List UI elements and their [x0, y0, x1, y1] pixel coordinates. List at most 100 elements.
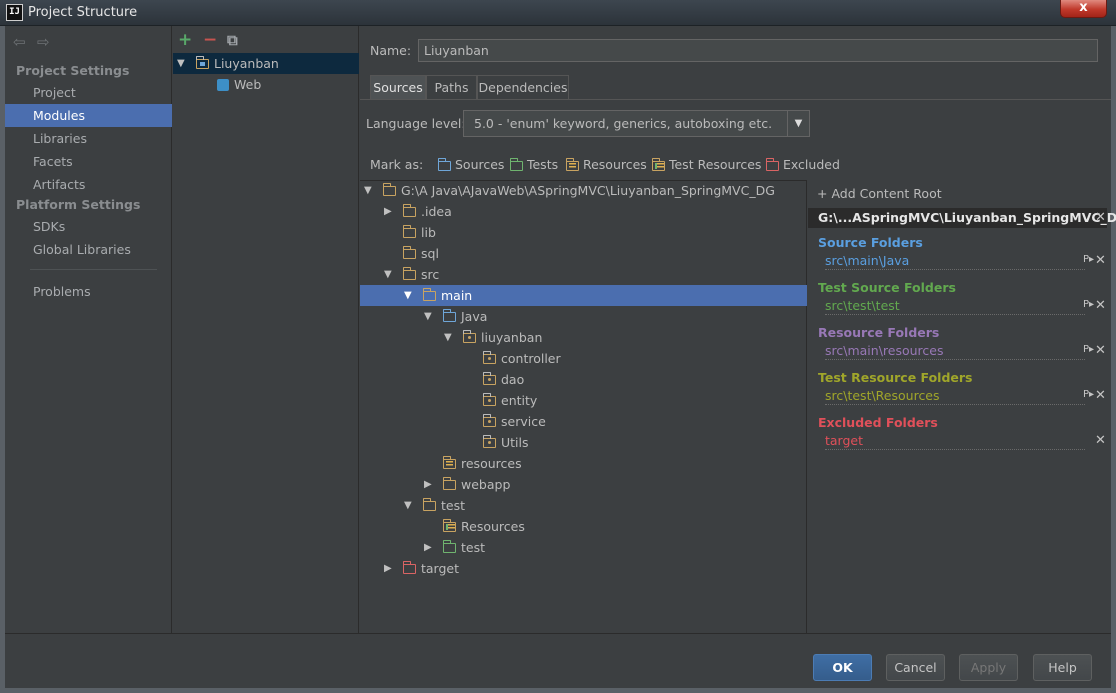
- nav-item-facets[interactable]: Facets: [33, 154, 73, 169]
- mark-as-label: Mark as:: [370, 157, 424, 172]
- tree-toggle-icon[interactable]: ▶: [424, 479, 432, 490]
- tree-label: entity: [501, 393, 538, 408]
- test-resource-folders-title: Test Resource Folders: [818, 370, 973, 385]
- tree-row-src[interactable]: ▼ src: [360, 264, 807, 285]
- folder-icon: [422, 497, 436, 511]
- tree-row-root[interactable]: ▼ G:\A Java\AJavaWeb\ASpringMVC\Liuyanba…: [360, 180, 807, 201]
- expand-triangle-icon[interactable]: ▼: [177, 58, 185, 69]
- cancel-button[interactable]: Cancel: [886, 654, 945, 681]
- mark-as-resources[interactable]: Resources: [565, 157, 647, 173]
- remove-folder-icon[interactable]: ✕: [1095, 388, 1106, 403]
- resource-folder-path: src\main\resources: [825, 344, 1085, 360]
- remove-folder-icon[interactable]: ✕: [1095, 253, 1106, 268]
- folder-properties-icon[interactable]: P▸: [1083, 299, 1095, 310]
- tab-dependencies[interactable]: Dependencies: [477, 75, 569, 99]
- nav-item-project[interactable]: Project: [33, 85, 76, 100]
- tree-label: target: [421, 561, 460, 576]
- mark-as-test-resources-label: Test Resources: [668, 157, 762, 172]
- folder-properties-icon[interactable]: P▸: [1083, 344, 1095, 355]
- tree-label: service: [501, 414, 546, 429]
- tree-row-test-test[interactable]: ▶ test: [360, 537, 807, 558]
- nav-item-modules[interactable]: Modules: [5, 104, 172, 127]
- tab-underline: [360, 99, 1111, 100]
- mark-as-tests[interactable]: Tests: [509, 157, 558, 173]
- nav-item-problems[interactable]: Problems: [33, 284, 91, 299]
- nav-item-libraries[interactable]: Libraries: [33, 131, 87, 146]
- tree-row-main[interactable]: ▼ main: [360, 285, 807, 306]
- tree-label: src: [421, 267, 440, 282]
- tree-row-java[interactable]: ▼ Java: [360, 306, 807, 327]
- intellij-app-icon: IJ: [6, 4, 23, 21]
- nav-divider: [30, 269, 157, 270]
- mark-as-sources[interactable]: Sources: [437, 157, 504, 173]
- excluded-folder-icon: [765, 157, 779, 171]
- chevron-down-icon[interactable]: ▼: [787, 111, 809, 136]
- tree-toggle-icon[interactable]: ▼: [424, 311, 432, 322]
- tree-row-webapp[interactable]: ▶ webapp: [360, 474, 807, 495]
- folder-properties-icon[interactable]: P▸: [1083, 389, 1095, 400]
- tree-toggle-icon[interactable]: ▶: [384, 563, 392, 574]
- remove-root-icon[interactable]: ✕: [1095, 210, 1106, 225]
- mark-as-excluded[interactable]: Excluded: [765, 157, 840, 173]
- tree-toggle-icon[interactable]: ▼: [404, 500, 412, 511]
- folder-properties-icon[interactable]: P▸: [1083, 254, 1095, 265]
- nav-item-global-libraries[interactable]: Global Libraries: [33, 242, 131, 257]
- window-title: Project Structure: [28, 5, 138, 20]
- nav-item-sdks[interactable]: SDKs: [33, 219, 66, 234]
- close-window-button[interactable]: x: [1060, 0, 1107, 18]
- remove-folder-icon[interactable]: ✕: [1095, 433, 1106, 448]
- tab-paths[interactable]: Paths: [426, 75, 477, 99]
- tree-row-test[interactable]: ▼ test: [360, 495, 807, 516]
- remove-folder-icon[interactable]: ✕: [1095, 298, 1106, 313]
- tree-toggle-icon[interactable]: ▼: [444, 332, 452, 343]
- folder-icon: [402, 203, 416, 217]
- add-content-root-button[interactable]: + Add Content Root: [817, 186, 942, 201]
- excluded-folder-icon: [402, 560, 416, 574]
- module-item-liuyanban[interactable]: ▼ Liuyanban: [173, 53, 359, 74]
- module-folder-icon: [195, 55, 209, 69]
- tree-toggle-icon[interactable]: ▼: [404, 290, 412, 301]
- tree-label: Resources: [461, 519, 525, 534]
- tree-row-lib[interactable]: lib: [360, 222, 807, 243]
- tree-toggle-icon[interactable]: ▼: [364, 185, 372, 196]
- tree-row-entity[interactable]: entity: [360, 390, 807, 411]
- window-frame-bottom: [0, 688, 1116, 693]
- tree-toggle-icon[interactable]: ▶: [384, 206, 392, 217]
- copy-module-icon[interactable]: ⧉: [227, 31, 238, 49]
- tree-toggle-icon[interactable]: ▶: [424, 542, 432, 553]
- language-level-select[interactable]: 5.0 - 'enum' keyword, generics, autoboxi…: [463, 110, 810, 137]
- tree-row-sql[interactable]: sql: [360, 243, 807, 264]
- tree-label: liuyanban: [481, 330, 543, 345]
- folder-icon: [442, 476, 456, 490]
- tree-row-resources[interactable]: resources: [360, 453, 807, 474]
- back-arrow-icon[interactable]: ⇦: [13, 33, 26, 51]
- tree-toggle-icon[interactable]: ▼: [384, 269, 392, 280]
- tree-row-test-resources[interactable]: Resources: [360, 516, 807, 537]
- tree-row-service[interactable]: service: [360, 411, 807, 432]
- help-button[interactable]: Help: [1033, 654, 1092, 681]
- remove-module-icon[interactable]: −: [203, 30, 218, 50]
- tree-label: G:\A Java\AJavaWeb\ASpringMVC\Liuyanban_…: [401, 183, 775, 198]
- nav-item-artifacts[interactable]: Artifacts: [33, 177, 86, 192]
- apply-button[interactable]: Apply: [959, 654, 1018, 681]
- mark-as-test-resources[interactable]: Test Resources: [651, 157, 762, 173]
- window-frame-left: [0, 26, 5, 693]
- module-name-input[interactable]: Liuyanban: [418, 39, 1098, 62]
- tree-row-dao[interactable]: dao: [360, 369, 807, 390]
- tree-row-target[interactable]: ▶ target: [360, 558, 807, 579]
- forward-arrow-icon[interactable]: ⇨: [37, 33, 50, 51]
- module-item-web[interactable]: Web: [173, 74, 359, 95]
- tree-row-idea[interactable]: ▶ .idea: [360, 201, 807, 222]
- tab-sources[interactable]: Sources: [370, 75, 426, 99]
- source-folder-icon: [437, 157, 451, 171]
- remove-folder-icon[interactable]: ✕: [1095, 343, 1106, 358]
- content-tree-panel: [360, 180, 807, 633]
- tree-row-liuyanban[interactable]: ▼ liuyanban: [360, 327, 807, 348]
- source-folder-path: src\main\Java: [825, 254, 1085, 270]
- ok-button[interactable]: OK: [813, 654, 872, 681]
- tree-label: resources: [461, 456, 522, 471]
- add-module-icon[interactable]: +: [178, 30, 193, 50]
- tree-row-controller[interactable]: controller: [360, 348, 807, 369]
- tree-row-utils[interactable]: Utils: [360, 432, 807, 453]
- test-folder-icon: [509, 157, 523, 171]
